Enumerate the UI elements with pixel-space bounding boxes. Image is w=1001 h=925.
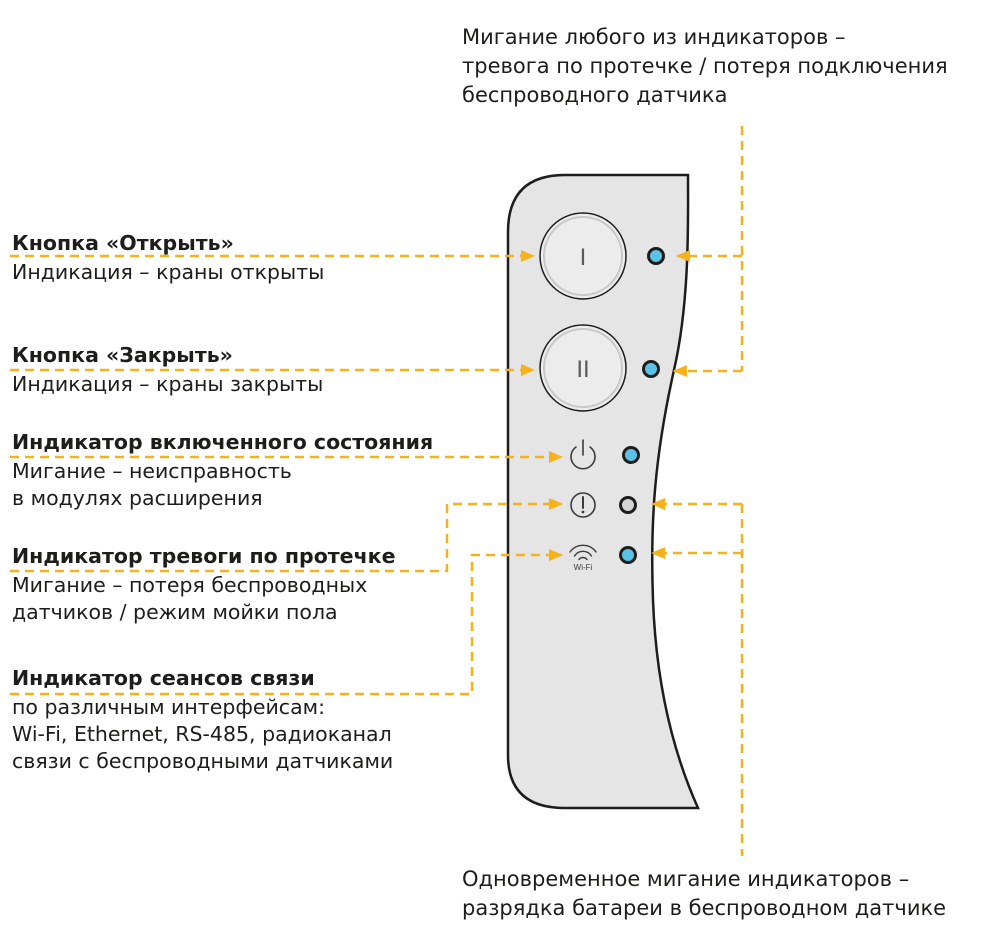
close-button-desc: Индикация – краны закрыты — [12, 372, 324, 396]
wifi-icon-label: Wi-Fi — [574, 563, 593, 572]
led-close-indicator — [642, 360, 660, 378]
top-note: Мигание любого из индикаторов – тревога … — [462, 23, 948, 110]
led-comm-indicator — [619, 546, 637, 564]
open-button-title: Кнопка «Открыть» — [12, 231, 234, 255]
power-indicator-desc-line1: Мигание – неисправность — [12, 459, 292, 483]
led-power-indicator — [622, 446, 640, 464]
comm-indicator-label: Индикатор сеансов связи по различным инт… — [12, 666, 393, 775]
alert-icon — [570, 492, 596, 518]
bottom-note-line2: разрядка батареи в беспроводном датчике — [462, 896, 947, 920]
close-button-label: Кнопка «Закрыть» Индикация – краны закры… — [12, 343, 323, 398]
open-button-label: Кнопка «Открыть» Индикация – краны откры… — [12, 231, 324, 286]
open-button-desc: Индикация – краны открыты — [12, 260, 325, 284]
top-note-line1: Мигание любого из индикаторов – — [462, 25, 846, 49]
bottom-note-line1: Одновременное мигание индикаторов – — [462, 867, 910, 891]
power-indicator-title: Индикатор включенного состояния — [12, 430, 434, 454]
led-leak-indicator — [619, 496, 637, 514]
led-open-indicator — [647, 247, 665, 265]
wifi-icon — [569, 544, 597, 561]
leak-indicator-desc-line2: датчиков / режим мойки пола — [12, 600, 338, 624]
comm-indicator-desc-line3: связи с беспроводными датчиками — [12, 749, 394, 773]
arrow-alert-icon — [10, 498, 563, 573]
close-button[interactable]: II — [539, 324, 627, 412]
bottom-note: Одновременное мигание индикаторов – разр… — [462, 865, 946, 923]
open-button[interactable]: I — [539, 212, 627, 300]
comm-indicator-desc-line1: по различным интерфейсам: — [12, 695, 326, 719]
close-button-title: Кнопка «Закрыть» — [12, 343, 233, 367]
close-button-symbol: II — [576, 356, 589, 383]
device-body — [506, 173, 700, 810]
leak-indicator-desc-line1: Мигание – потеря беспроводных — [12, 573, 368, 597]
comm-indicator-desc-line2: Wi-Fi, Ethernet, RS-485, радиоканал — [12, 722, 392, 746]
power-icon — [570, 439, 596, 470]
power-indicator-desc-line2: в модулях расширения — [12, 486, 263, 510]
arrow-wifi-icon — [10, 549, 563, 696]
leak-indicator-title: Индикатор тревоги по протечке — [12, 544, 396, 568]
comm-indicator-title: Индикатор сеансов связи — [12, 666, 315, 690]
top-note-line3: беспроводного датчика — [462, 83, 728, 107]
leak-indicator-label: Индикатор тревоги по протечке Мигание – … — [12, 544, 395, 626]
top-note-line2: тревога по протечке / потеря подключения — [462, 54, 948, 78]
power-indicator-label: Индикатор включенного состояния Мигание … — [12, 430, 433, 512]
open-button-symbol: I — [580, 244, 587, 271]
